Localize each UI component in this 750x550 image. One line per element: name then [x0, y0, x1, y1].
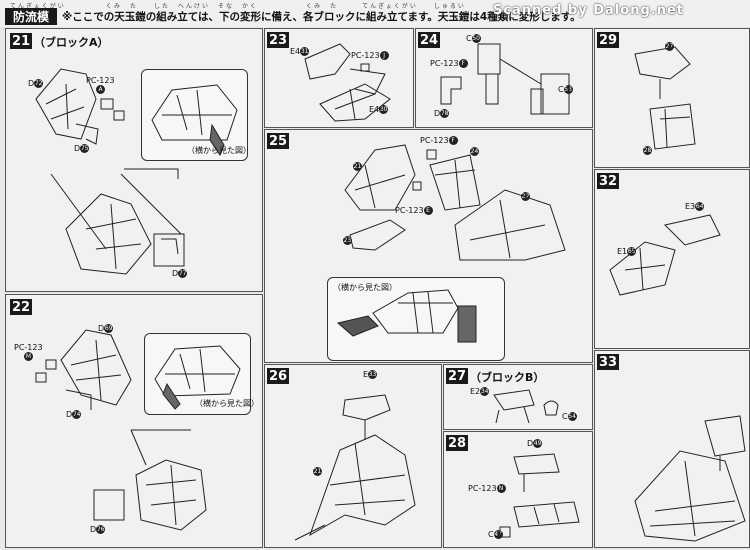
- part-label-d78: D78: [434, 109, 450, 118]
- inset-caption: （横から見た図）: [195, 399, 259, 408]
- part-label-e3-64: E364: [685, 202, 705, 211]
- step-29-drawing: [634, 46, 696, 150]
- part-label-d72: D72: [28, 79, 44, 88]
- step-32-drawing: [609, 214, 721, 296]
- step-28-drawing: [499, 453, 580, 538]
- step-number: 29: [597, 32, 619, 48]
- part-label-d77: D77: [172, 269, 188, 278]
- intro-text: ※ここでの天玉鎧の組み立ては、下の変形に備え、各ブロックに組み立てます。天玉鎧は…: [62, 11, 581, 23]
- step-number: 33: [597, 354, 619, 370]
- part-label-c54: C54: [562, 412, 577, 421]
- page-header: てんぎょくがい くみ た した へんけい そな かく くみ た てんぎょくがい …: [0, 0, 750, 27]
- part-label-d49: D49: [527, 439, 543, 448]
- step-number: 26: [267, 368, 289, 384]
- part-label-e2-34: E234: [470, 387, 490, 396]
- step-23-drawing: [304, 43, 391, 122]
- part-label-e4-31: E431: [290, 47, 310, 56]
- step-number: 23: [267, 32, 289, 48]
- part-label-c47: C47: [488, 530, 503, 539]
- step-22-drawing: [35, 329, 207, 531]
- part-ref-24: 24: [470, 147, 479, 156]
- step-number: 24: [418, 32, 440, 48]
- part-label-e33: E33: [363, 370, 378, 379]
- step-27-panel: 27 （ブロックB） E234 C54: [443, 364, 593, 430]
- part-label-c53: C53: [558, 85, 573, 94]
- part-label-d76: D76: [90, 525, 106, 534]
- part-label-e4-30: E430: [369, 105, 389, 114]
- step-number: 25: [267, 133, 289, 149]
- part-ref-27: 27: [665, 42, 674, 51]
- scan-watermark: Scanned by Dalong.net: [492, 3, 684, 18]
- side-view-drawing: [151, 84, 238, 157]
- step-number: 22: [10, 299, 32, 315]
- ruby-text: てんぎょくがい くみ た した へんけい そな かく くみ た てんぎょくがい …: [10, 3, 466, 10]
- step-33-drawing: [634, 415, 746, 542]
- step-number: 28: [446, 435, 468, 451]
- part-label-c50: C50: [466, 34, 481, 43]
- inset-caption: （横から見た図）: [187, 146, 251, 155]
- step-24-drawing: [440, 43, 570, 115]
- part-ref-21: 21: [353, 162, 362, 171]
- step-33-panel: 33: [594, 350, 750, 548]
- part-ref-28: 28: [643, 146, 652, 155]
- side-view-inset: （横から見た図）: [141, 69, 251, 161]
- step-number: 32: [597, 173, 619, 189]
- part-label-d74: D74: [66, 410, 82, 419]
- block-label: （ブロックB）: [470, 371, 545, 384]
- section-title: 防流模: [5, 8, 57, 25]
- part-label-e1-65: E165: [617, 247, 637, 256]
- step-25-drawing: [344, 144, 566, 261]
- step-26-panel: 26 E33 21: [264, 364, 442, 548]
- side-view-inset: （横から見た図）: [327, 277, 505, 361]
- step-number: 21: [10, 33, 32, 49]
- side-view-drawing: [154, 345, 241, 410]
- inset-caption: （横から見た図）: [333, 283, 397, 292]
- step-27-drawing: [493, 389, 559, 424]
- step-26-drawing: [294, 394, 416, 541]
- step-number: 27: [446, 368, 468, 384]
- part-ref-21: 21: [313, 467, 322, 476]
- part-ref-23: 23: [343, 236, 352, 245]
- step-21-drawing: [35, 68, 185, 275]
- step-32-panel: 32 E364 E165: [594, 169, 750, 349]
- block-label: （ブロックA）: [34, 36, 109, 49]
- side-view-drawing: [336, 289, 477, 343]
- part-label-d69: D69: [98, 324, 114, 333]
- part-label-d75: D75: [74, 144, 90, 153]
- side-view-inset: （横から見た図）: [144, 333, 259, 415]
- step-29-panel: 29 27 28: [594, 28, 750, 168]
